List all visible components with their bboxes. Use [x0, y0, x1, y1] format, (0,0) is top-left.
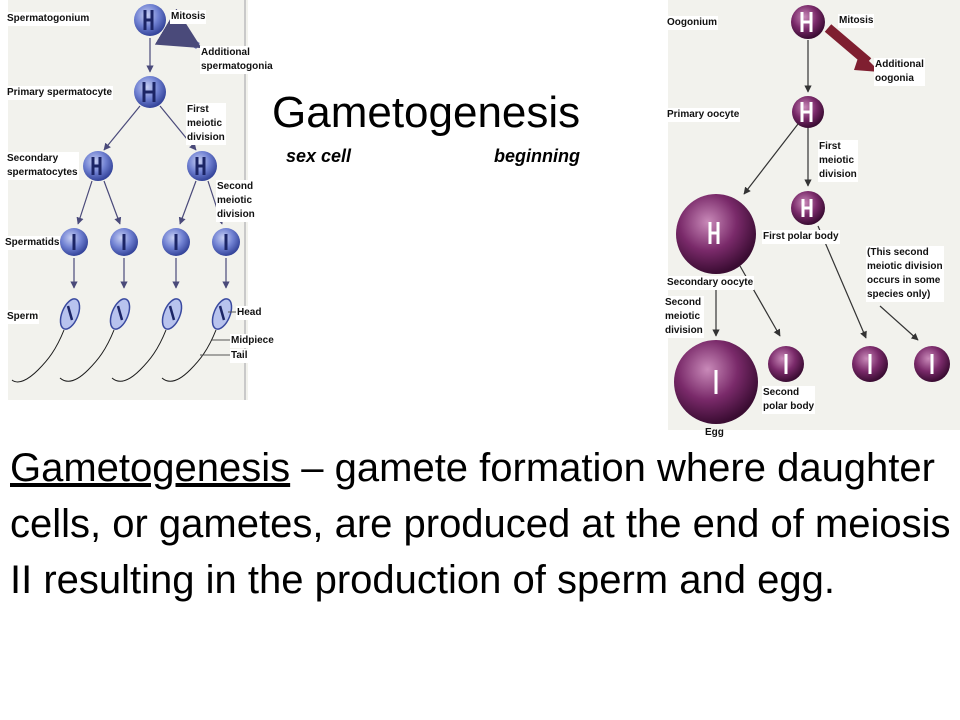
subtitle-sex-cell: sex cell — [286, 146, 352, 166]
mitosis-arrow — [154, 8, 202, 50]
oogenesis-diagram: Oogonium Mitosis Additional oogonia Prim… — [664, 0, 960, 438]
label-mitosis: Mitosis — [170, 10, 207, 24]
label-egg: Egg — [705, 427, 724, 438]
spermatid-cells — [60, 228, 240, 256]
label-primary-oocyte: Primary oocyte — [666, 108, 741, 122]
label-mitosis: Mitosis — [838, 14, 875, 28]
spermatogenesis-illustration — [11, 4, 240, 383]
subtitle-beginning: beginning — [494, 146, 580, 166]
label-second-meiotic-division: Second meiotic division — [216, 180, 256, 222]
label-additional-oogonia: Additional oogonia — [874, 58, 925, 86]
label-species-note: (This second meiotic division occurs in … — [866, 246, 944, 302]
label-second-polar-body: Second polar body — [762, 386, 816, 414]
label-oogonium: Oogonium — [666, 16, 718, 30]
spermatogenesis-diagram: Spermatogonium Mitosis Additional sperma… — [4, 0, 275, 400]
label-spermatids: Spermatids — [4, 236, 61, 250]
label-additional-spermatogonia: Additional spermatogonia — [200, 46, 274, 74]
label-tail: Tail — [230, 349, 249, 363]
label-secondary-spermatocytes: Secondary spermatocytes — [6, 152, 79, 180]
sperm-cells — [11, 298, 233, 383]
label-first-meiotic-division: First meiotic division — [186, 103, 226, 145]
label-head: Head — [236, 306, 263, 320]
label-secondary-oocyte: Secondary oocyte — [666, 276, 755, 290]
label-first-polar-body: First polar body — [762, 230, 840, 244]
label-midpiece: Midpiece — [230, 334, 275, 348]
label-second-meiotic-division: Second meiotic division — [664, 296, 704, 338]
label-sperm: Sperm — [6, 310, 40, 324]
oogenesis-illustration — [674, 5, 950, 424]
label-first-meiotic-division: First meiotic division — [818, 140, 858, 182]
label-primary-spermatocyte: Primary spermatocyte — [6, 86, 114, 100]
definition-body: – gamete formation where daughter cells,… — [10, 446, 951, 602]
slide-title: Gametogenesis — [272, 88, 581, 137]
definition-text: Gametogenesis – gamete formation where d… — [10, 440, 955, 608]
label-spermatogonium: Spermatogonium — [6, 12, 91, 26]
definition-term: Gametogenesis — [10, 446, 291, 490]
